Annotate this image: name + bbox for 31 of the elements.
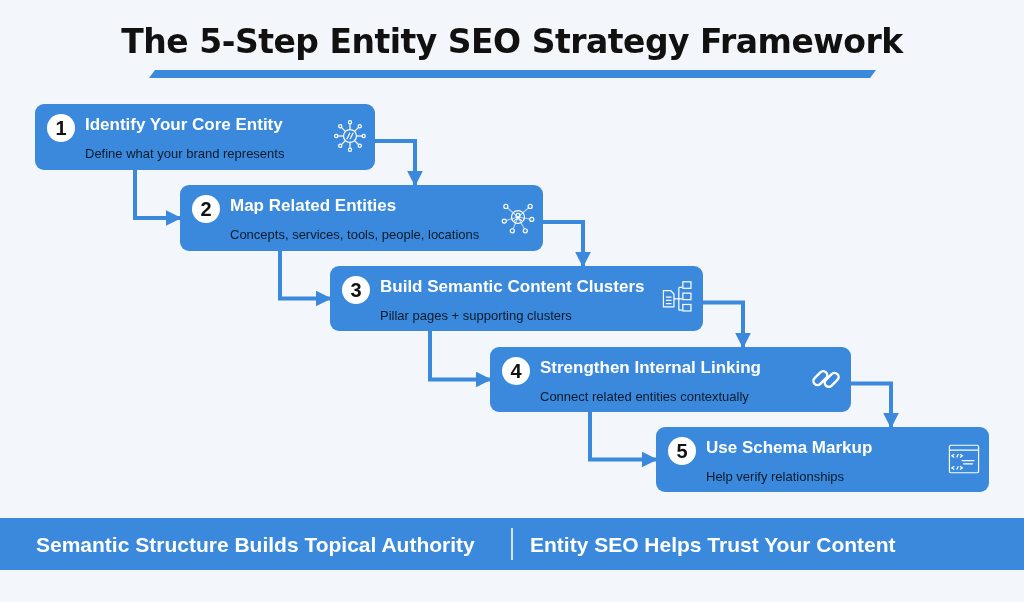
arrow xyxy=(851,381,899,429)
step-title: Use Schema Markup xyxy=(706,438,873,458)
arrow xyxy=(278,251,332,307)
step-description: Help verify relationships xyxy=(706,469,844,484)
arrow xyxy=(375,139,423,187)
step-title: Build Semantic Content Clusters xyxy=(380,277,645,297)
tagline: Entity SEO Helps Trust Your Content xyxy=(530,533,896,557)
step-box xyxy=(490,347,851,412)
arrow xyxy=(588,412,658,468)
step-description: Define what your brand represents xyxy=(85,146,285,161)
arrow xyxy=(428,331,492,388)
step-number: 2 xyxy=(192,195,220,223)
arrow xyxy=(543,220,591,268)
arrow xyxy=(703,300,751,349)
step-box xyxy=(330,266,703,331)
step-box xyxy=(180,185,543,251)
tagline: Semantic Structure Builds Topical Authority xyxy=(36,533,475,557)
step-box xyxy=(35,104,375,170)
title: The 5-Step Entity SEO Strategy Framework xyxy=(120,22,905,61)
arrow xyxy=(133,170,182,226)
step-title: Identify Your Core Entity xyxy=(85,115,283,135)
step-title: Strengthen Internal Linking xyxy=(540,358,761,378)
step-description: Concepts, services, tools, people, locations xyxy=(230,227,480,242)
step-number: 1 xyxy=(47,114,75,142)
step-number: 5 xyxy=(668,437,696,465)
step-number: 4 xyxy=(502,357,530,385)
step-title: Map Related Entities xyxy=(230,196,397,216)
step-description: Pillar pages + supporting clusters xyxy=(380,308,572,323)
step-description: Connect related entities contextually xyxy=(540,389,749,404)
step-box xyxy=(656,427,989,492)
step-number: 3 xyxy=(342,276,370,304)
